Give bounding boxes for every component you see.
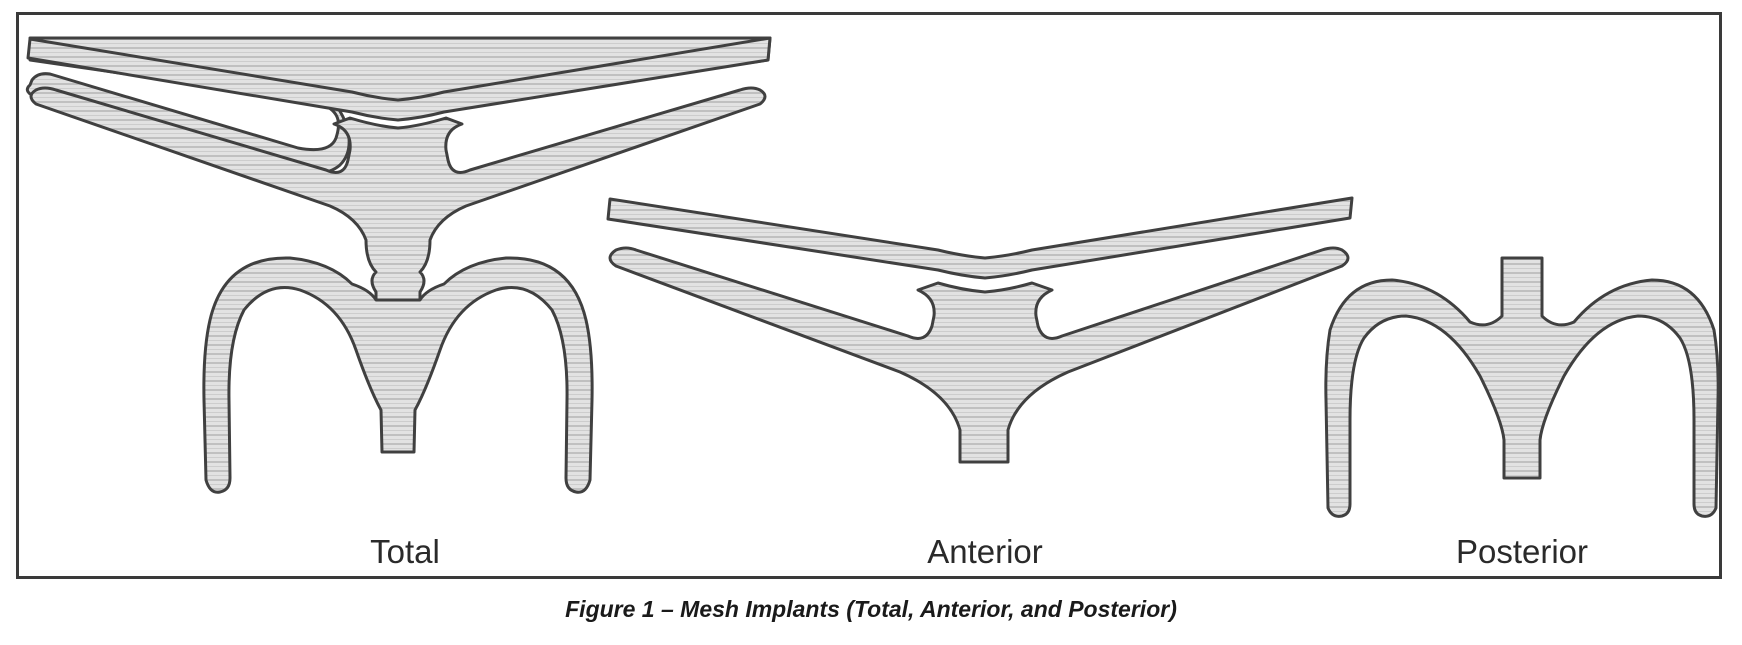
posterior-implant [1324,256,1720,518]
total-posterior-section [202,256,594,494]
total-body [29,86,767,302]
anterior-body [608,246,1350,464]
figure-caption: Figure 1 – Mesh Implants (Total, Anterio… [565,596,1177,622]
label-anterior: Anterior [927,533,1043,570]
total-top-strap [26,36,772,122]
label-total: Total [370,533,440,570]
anterior-top-strap [606,196,1354,280]
label-posterior: Posterior [1455,533,1589,570]
